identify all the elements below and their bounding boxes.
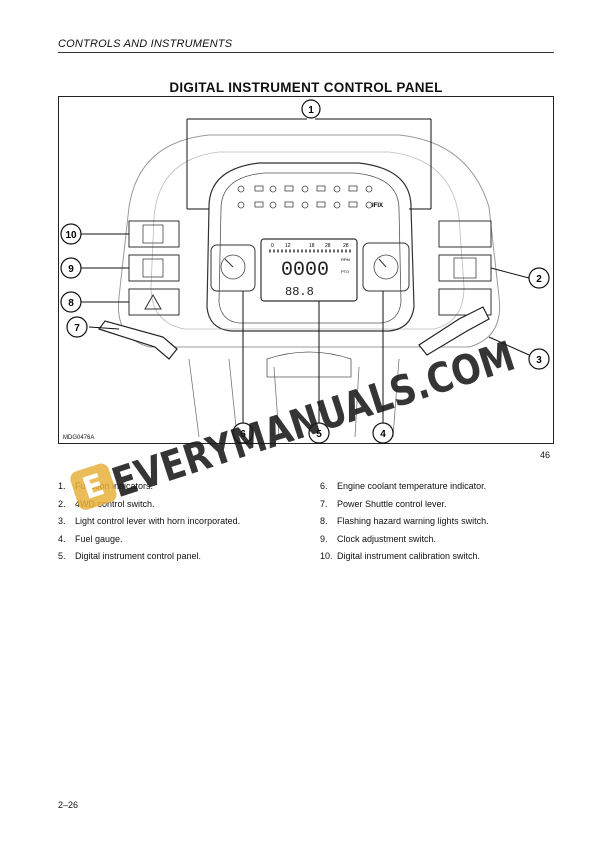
caption-item: 7.Power Shuttle control lever. — [320, 498, 447, 509]
page-number: 2–26 — [58, 800, 79, 810]
caption-item: 10.Digital instrument calibration switch… — [320, 551, 481, 562]
brand-mark: IFIX — [372, 203, 383, 209]
figure-number: 46 — [540, 450, 551, 460]
callout-3: 3 — [536, 355, 542, 366]
caption-item: 6.Engine coolant temperature indicator. — [320, 481, 487, 491]
caption-item: 8.Flashing hazard warning lights switch. — [320, 516, 489, 527]
figure-code: MDG0476A — [63, 435, 95, 441]
watermark-badge-icon — [70, 463, 117, 510]
panel-drawing: 0 12 18 28 28 0000 RPM PTO 88.8 IFIX — [60, 99, 550, 443]
caption-item: 9.Clock adjustment switch. — [320, 533, 437, 544]
callout-8: 8 — [68, 298, 74, 309]
caption-item: 3.Light control lever with horn incorpor… — [58, 516, 241, 527]
tick-18: 18 — [309, 243, 315, 249]
section-header: CONTROLS AND INSTRUMENTS — [58, 38, 233, 50]
callout-6: 6 — [240, 429, 246, 440]
rpm-label: RPM — [341, 257, 350, 262]
callout-4: 4 — [380, 429, 386, 440]
tick-28a: 28 — [325, 243, 331, 249]
watermark-text: EVERYMANUALS.COM — [106, 340, 520, 507]
caption-item: 5.Digital instrument control panel. — [58, 551, 202, 562]
header-rule — [58, 52, 554, 53]
main-readout: 0000 — [281, 259, 329, 282]
captions-right: 6.Engine coolant temperature indicator. … — [320, 478, 560, 566]
caption-item: 4.Fuel gauge. — [58, 533, 123, 544]
caption-item: 2.4WD control switch. — [58, 498, 155, 509]
callout-9: 9 — [68, 264, 74, 275]
figure-title: DIGITAL INSTRUMENT CONTROL PANEL — [169, 80, 443, 95]
callout-7: 7 — [74, 323, 80, 334]
watermark: E EVERYMANUALS.COM — [70, 340, 521, 510]
tick-28b: 28 — [343, 243, 349, 249]
tick-12: 12 — [285, 243, 291, 249]
tick-0: 0 — [271, 243, 274, 249]
callout-1: 1 — [308, 105, 314, 116]
instrument-panel-figure: 0 12 18 28 28 0000 RPM PTO 88.8 IFIX — [58, 96, 554, 444]
pto-label: PTO — [341, 269, 349, 274]
callout-2: 2 — [536, 274, 542, 285]
small-readout: 88.8 — [285, 285, 314, 299]
callout-10: 10 — [65, 230, 77, 241]
callout-5: 5 — [316, 429, 322, 440]
